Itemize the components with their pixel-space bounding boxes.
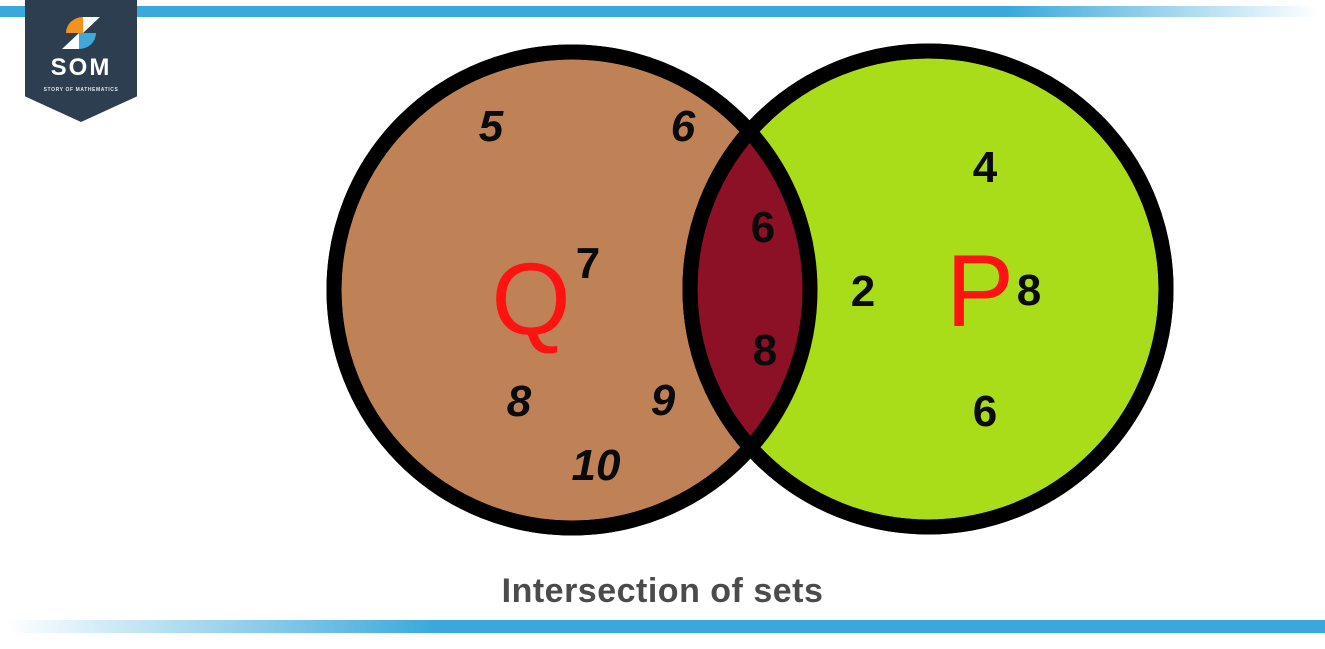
member-q-6: 6 (670, 102, 696, 151)
member-p-8: 8 (1016, 266, 1042, 315)
member-intersection-6: 6 (750, 203, 776, 252)
member-q-10: 10 (571, 441, 621, 490)
member-p-2: 2 (850, 267, 876, 316)
som-logo-pennant: SOM STORY OF MATHEMATICS (25, 0, 137, 122)
logo-acronym: SOM (50, 54, 112, 81)
logo-quarter-orange-icon (66, 17, 83, 33)
set-letter-p: P (945, 234, 1015, 348)
member-p-4: 4 (972, 143, 998, 192)
member-p-6: 6 (972, 387, 998, 436)
top-accent-bar (0, 6, 1325, 17)
member-q-7: 7 (575, 239, 601, 288)
member-q-8: 8 (506, 377, 532, 426)
logo-quarter-blue-icon (79, 33, 96, 49)
member-q-9: 9 (650, 376, 676, 425)
bottom-accent-bar (0, 620, 1325, 633)
diagram-title: Intersection of sets (501, 572, 824, 610)
set-q-outline (326, 44, 818, 536)
member-q-5: 5 (478, 102, 504, 151)
member-intersection-8: 8 (752, 326, 778, 375)
set-p-outline (682, 43, 1174, 535)
logo-wedge-white-bottom-icon (62, 33, 79, 49)
logo-wedge-white-top-icon (83, 17, 100, 33)
set-letter-q: Q (491, 242, 571, 356)
logo-tagline: STORY OF MATHEMATICS (43, 87, 119, 93)
